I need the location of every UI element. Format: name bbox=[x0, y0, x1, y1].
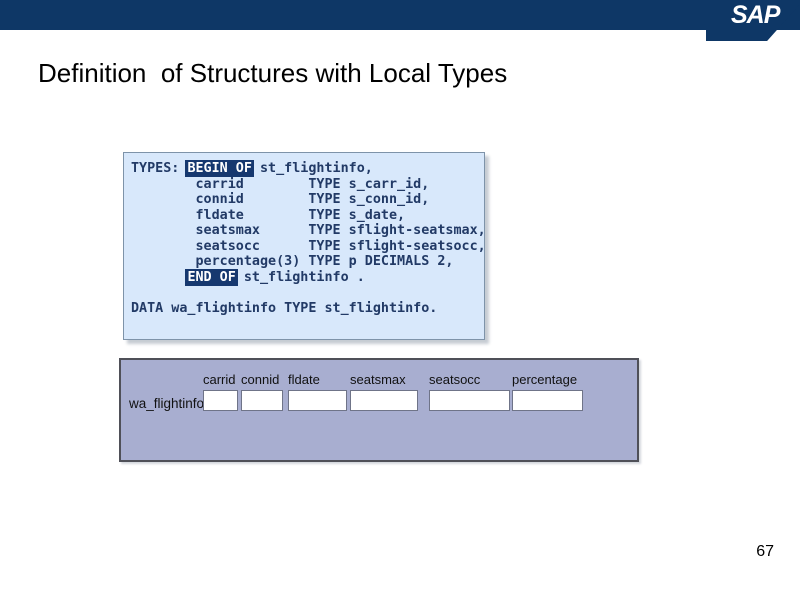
code-line: percentage(3) TYPE p DECIMALS 2, bbox=[131, 254, 484, 270]
code-text: connid TYPE s_conn_id, bbox=[131, 192, 430, 207]
code-text: percentage(3) TYPE p DECIMALS 2, bbox=[131, 254, 454, 269]
field-label: seatsocc bbox=[429, 372, 481, 387]
code-block: TYPES: BEGIN OF st_flightinfo, carrid TY… bbox=[123, 152, 486, 340]
structure-panel: wa_flightinfo carrid connid fldate seatsmax… bbox=[119, 358, 639, 462]
page-number: 67 bbox=[756, 543, 774, 560]
code-keyword-highlight: END OF bbox=[185, 268, 238, 286]
field-cell bbox=[429, 390, 510, 411]
code-text: st_flightinfo . bbox=[235, 269, 365, 285]
code-line: END OF st_flightinfo . bbox=[131, 268, 484, 286]
page-title: Definition of Structures with Local Type… bbox=[38, 58, 508, 88]
code-line: connid TYPE s_conn_id, bbox=[131, 192, 484, 208]
code-line: carrid TYPE s_carr_id, bbox=[131, 177, 484, 193]
sap-logo-text: SAP bbox=[731, 1, 780, 29]
field-cell bbox=[512, 390, 583, 411]
field-label: carrid bbox=[203, 372, 236, 387]
code-line: fldate TYPE s_date, bbox=[131, 208, 484, 224]
field-cell bbox=[288, 390, 347, 411]
code-text: st_flightinfo, bbox=[251, 161, 373, 176]
field-connid: connid bbox=[241, 372, 283, 411]
code-line: seatsmax TYPE sflight-seatsmax, bbox=[131, 223, 486, 239]
field-label: connid bbox=[241, 372, 280, 387]
field-percentage: percentage bbox=[512, 372, 583, 411]
structure-row-label: wa_flightinfo bbox=[129, 396, 205, 411]
field-seatsmax: seatsmax bbox=[350, 372, 418, 411]
field-label: percentage bbox=[512, 372, 578, 387]
code-text: seatsmax TYPE sflight-seatsmax, bbox=[131, 223, 486, 238]
code-line bbox=[131, 285, 484, 301]
code-text: carrid TYPE s_carr_id, bbox=[131, 176, 430, 192]
code-text: fldate TYPE s_date, bbox=[131, 207, 406, 223]
field-fldate: fldate bbox=[288, 372, 347, 411]
code-line: DATA wa_flightinfo TYPE st_flightinfo. bbox=[131, 301, 484, 317]
field-seatsocc: seatsocc bbox=[429, 372, 510, 411]
header-bar bbox=[0, 0, 800, 30]
field-cell bbox=[203, 390, 238, 411]
code-line: seatsocc TYPE sflight-seatsocc, bbox=[131, 238, 486, 255]
code-text: TYPES: bbox=[131, 161, 188, 176]
code-keyword-highlight: BEGIN OF bbox=[185, 160, 254, 177]
field-label: fldate bbox=[288, 372, 320, 387]
field-cell bbox=[350, 390, 418, 411]
field-cell bbox=[241, 390, 283, 411]
code-text: seatsocc TYPE sflight-seatsocc, bbox=[131, 238, 486, 254]
sap-logo: SAP bbox=[706, 0, 800, 41]
field-label: seatsmax bbox=[350, 372, 406, 387]
code-text bbox=[131, 270, 187, 285]
code-text: DATA wa_flightinfo TYPE st_flightinfo. bbox=[131, 300, 438, 316]
fields-row: carrid connid fldate seatsmax seatsocc percen… bbox=[203, 372, 583, 411]
code-line: TYPES: BEGIN OF st_flightinfo, bbox=[131, 160, 484, 177]
field-carrid: carrid bbox=[203, 372, 238, 411]
